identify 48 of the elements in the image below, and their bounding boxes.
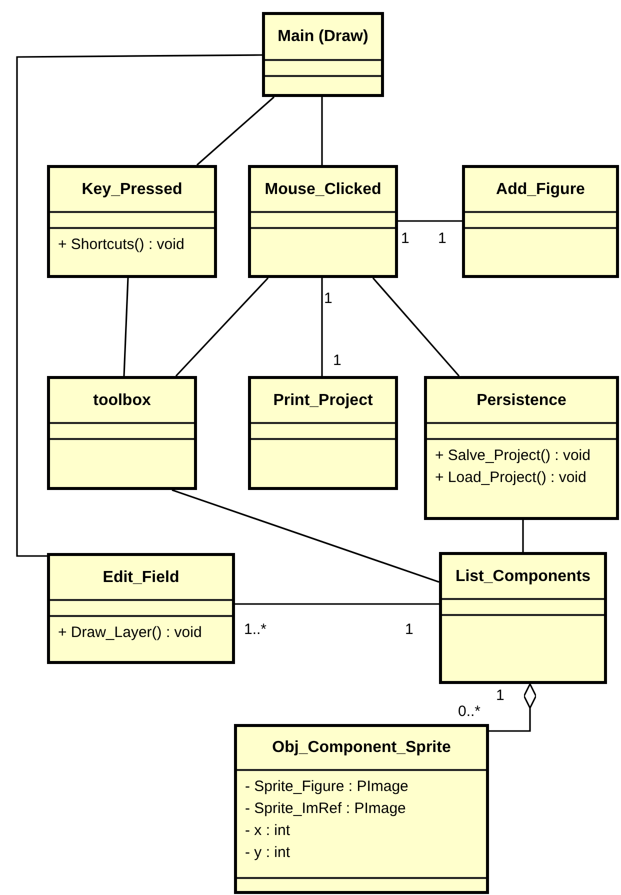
- class-box: [47, 165, 217, 278]
- association-line: [196, 96, 275, 166]
- association-line: [16, 54, 262, 557]
- multiplicity-label: 1: [438, 230, 446, 247]
- class-box: [462, 165, 619, 278]
- class-box: [234, 724, 489, 894]
- multiplicity-label: 1: [496, 687, 504, 704]
- multiplicity-label: 1: [401, 230, 410, 247]
- association-line: [123, 278, 129, 376]
- attribute-text: - y : int: [245, 843, 290, 863]
- class-name: Add_Figure: [496, 180, 585, 198]
- class-name: toolbox: [93, 392, 151, 410]
- attribute-text: - Sprite_Figure : PImage: [245, 777, 408, 797]
- class-box: [47, 376, 197, 490]
- class-name: Obj_Component_Sprite: [272, 739, 451, 757]
- association-line: [235, 603, 439, 605]
- multiplicity-label: 1: [333, 352, 342, 369]
- operation-text: + Load_Project() : void: [435, 468, 586, 488]
- multiplicity-label: 1: [405, 621, 414, 638]
- association-line: [172, 489, 440, 583]
- class-name: Key_Pressed: [82, 180, 182, 198]
- multiplicity-label: 1: [324, 290, 332, 307]
- class-name: Mouse_Clicked: [264, 180, 382, 198]
- association-line: [522, 520, 524, 552]
- class-box: [439, 552, 607, 684]
- aggregation-line: [489, 683, 537, 732]
- class-box: [262, 12, 384, 97]
- attribute-text: - Sprite_ImRef : PImage: [245, 799, 406, 819]
- class-name: Edit_Field: [102, 568, 180, 586]
- class-name: Print_Project: [273, 392, 373, 410]
- class-box: [424, 376, 619, 520]
- association-line: [321, 97, 323, 165]
- class-name: Main (Draw): [278, 28, 368, 46]
- class-name: List_Components: [455, 568, 591, 586]
- operation-text: + Draw_Layer() : void: [58, 623, 202, 643]
- association-line: [175, 277, 269, 377]
- association-line: [321, 278, 323, 376]
- class-name: Persistence: [476, 392, 566, 410]
- class-box: [248, 165, 398, 278]
- operation-text: + Salve_Project() : void: [435, 446, 590, 466]
- association-line: [398, 220, 462, 222]
- attribute-text: - x : int: [245, 821, 290, 841]
- association-line: [372, 277, 460, 377]
- multiplicity-label: 1..*: [244, 621, 267, 638]
- operation-text: + Shortcuts() : void: [58, 235, 184, 255]
- class-box: [248, 376, 398, 490]
- class-box: [47, 553, 235, 664]
- multiplicity-label: 0..*: [458, 703, 481, 720]
